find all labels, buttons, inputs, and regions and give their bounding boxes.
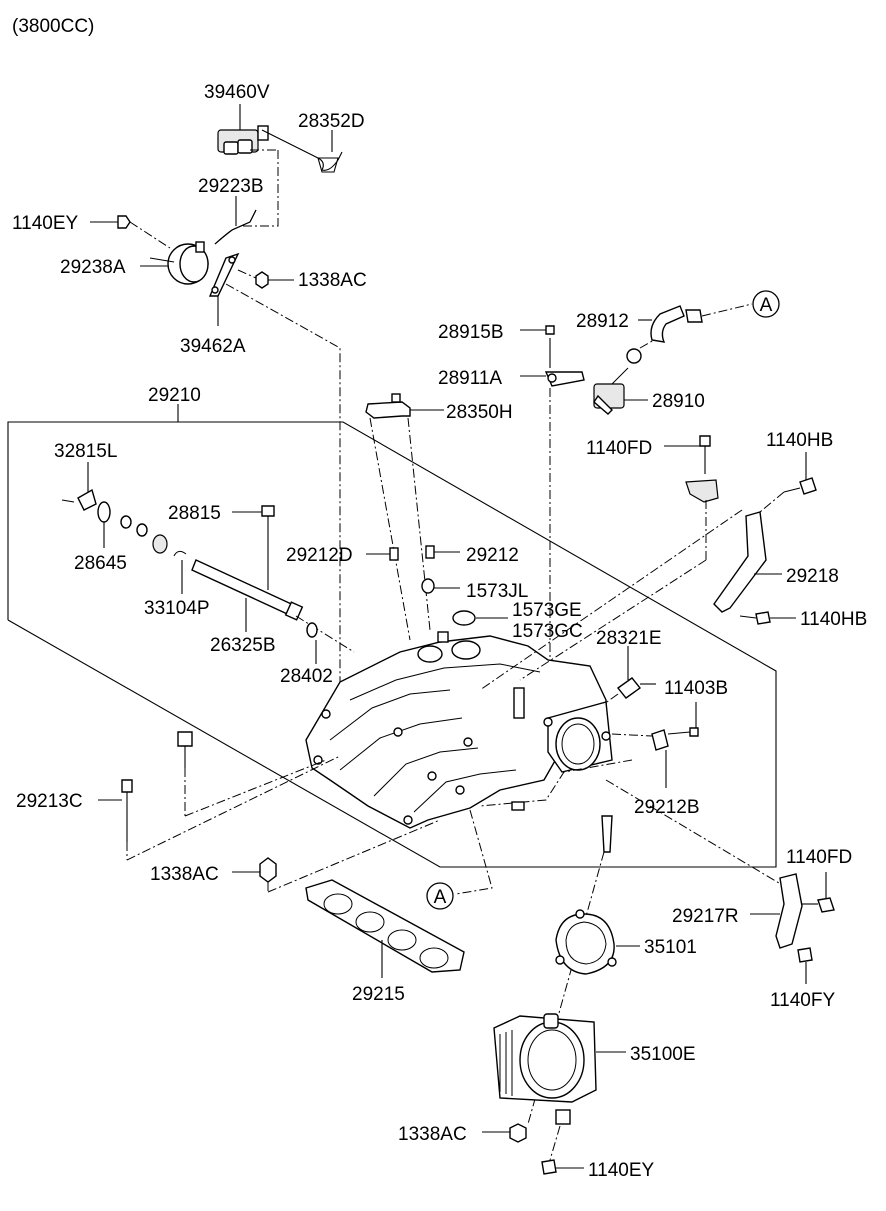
engine-label: (3800CC) <box>12 16 94 37</box>
label-28402: 28402 <box>280 666 333 687</box>
bracket-29217r-icon <box>750 873 803 949</box>
label-28910: 28910 <box>652 391 705 412</box>
label-1140fd-top: 1140FD <box>586 438 652 459</box>
bracket-39462a-icon <box>208 252 240 326</box>
label-39462a: 39462A <box>180 336 246 357</box>
intake-manifold-icon <box>305 631 613 829</box>
nut-1338ac-bot-icon <box>482 1123 527 1143</box>
label-35101: 35101 <box>644 937 697 958</box>
label-29215: 29215 <box>352 984 405 1005</box>
grommet-1573jl-icon <box>421 578 460 594</box>
hose-29212b-icon <box>479 759 785 887</box>
bolt-1140hb-mid-icon <box>739 611 796 625</box>
label-29212: 29212 <box>466 545 519 566</box>
label-1573jl: 1573JL <box>466 581 528 602</box>
cap-1573ge-icon <box>452 610 508 626</box>
bolt-1140fd-top-icon <box>664 435 711 474</box>
bolt-1140ey-bot-icon <box>541 1125 584 1175</box>
label-1338ac-top: 1338AC <box>298 270 367 291</box>
bolt-29213c-icon <box>98 755 341 861</box>
callout-a-top: A <box>752 290 780 318</box>
label-1573ge: 1573GE <box>512 600 582 621</box>
leader <box>240 150 279 227</box>
sensor-28910-icon <box>593 339 655 415</box>
bolt-1140ey-top-icon <box>90 215 171 249</box>
seal-icon <box>120 515 187 594</box>
label-33104p: 33104P <box>144 598 210 619</box>
label-29212b: 29212B <box>634 797 700 818</box>
bracket-29218-icon <box>713 511 782 613</box>
label-28911a: 28911A <box>438 368 502 389</box>
label-1140ey-bot: 1140EY <box>588 1160 655 1181</box>
label-1338ac-mid: 1338AC <box>150 864 219 885</box>
label-1140hb-mid: 1140HB <box>800 609 867 630</box>
label-28645: 28645 <box>74 553 127 574</box>
bolt-1140hb-top-icon <box>759 452 817 513</box>
label-28352d: 28352D <box>298 111 365 132</box>
stud-icon <box>527 815 613 1125</box>
label-26325b: 26325B <box>210 635 276 656</box>
connector-29212-icon <box>425 545 460 559</box>
label-28350h: 28350H <box>446 402 513 423</box>
gasket-35101-icon <box>555 909 640 975</box>
label-1140fd-bot: 1140FD <box>786 847 852 868</box>
svg-text:A: A <box>760 295 773 316</box>
label-29217r: 29217R <box>672 906 739 927</box>
fuel-rail-26325b-icon <box>191 559 355 653</box>
label-29212d: 29212D <box>286 545 353 566</box>
leader <box>479 509 743 691</box>
bolt-1140fd-bot-icon <box>802 872 835 913</box>
label-29238a: 29238A <box>60 257 126 278</box>
connector-29212d-icon <box>366 547 399 561</box>
label-1140ey-top: 1140EY <box>12 213 79 234</box>
leader <box>455 809 493 895</box>
label-29213c: 29213C <box>16 791 83 812</box>
leader <box>225 283 341 690</box>
label-35100e: 35100E <box>630 1044 696 1065</box>
screw-32815l-icon <box>61 462 97 511</box>
label-1338ac-bot: 1338AC <box>398 1124 467 1145</box>
bracket-28911a-icon <box>520 325 585 700</box>
label-28815: 28815 <box>168 503 221 524</box>
hose-28912-icon <box>638 303 753 343</box>
solenoid-valve-icon <box>217 104 269 155</box>
label-1140hb-top: 1140HB <box>766 430 833 451</box>
gasket-29215-icon <box>305 879 465 978</box>
vacuum-hose-icon <box>261 129 343 173</box>
hose-29223b-icon <box>214 196 257 245</box>
bolt-icon <box>177 731 327 817</box>
bolt-28815-icon <box>232 505 275 590</box>
label-29210: 29210 <box>148 385 201 406</box>
pipe-28350h-icon <box>365 393 444 641</box>
fitting-28321e-icon <box>603 646 656 705</box>
callout-a-bottom: A <box>426 882 454 910</box>
label-29218: 29218 <box>786 566 839 587</box>
label-28321e: 28321E <box>596 628 662 649</box>
label-11403b: 11403B <box>664 678 728 699</box>
label-29223b: 29223B <box>198 176 264 197</box>
label-28915b: 28915B <box>438 322 504 343</box>
manifold-frame <box>7 404 777 868</box>
throttle-body-35100e-icon <box>493 1013 626 1125</box>
label-28912: 28912 <box>576 311 629 332</box>
sensor-bracket-icon <box>519 479 719 681</box>
nut-1338ac-top-icon <box>237 269 294 289</box>
label-39460v: 39460V <box>204 82 270 103</box>
washer-28645-icon <box>97 501 111 548</box>
label-1140fy: 1140FY <box>770 990 835 1011</box>
oring-28402-icon <box>306 622 318 664</box>
bolt-1140fy-icon <box>797 947 813 984</box>
label-32815l: 32815L <box>54 441 117 462</box>
actuator-29238a-icon <box>140 241 209 285</box>
svg-text:A: A <box>434 887 447 908</box>
nut-1338ac-mid-icon <box>232 819 441 893</box>
label-1573gc: 1573GC <box>512 621 583 642</box>
sensor-11403b-icon <box>611 702 699 788</box>
